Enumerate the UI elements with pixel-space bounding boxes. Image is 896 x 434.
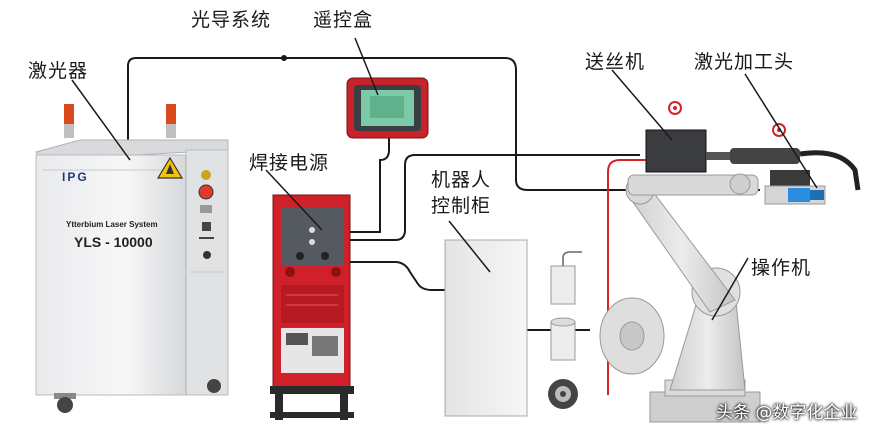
label-laser: 激光器 <box>28 60 89 82</box>
label-wire-feeder: 送丝机 <box>585 51 646 73</box>
leader-lines <box>71 37 818 321</box>
label-welding-power: 焊接电源 <box>249 152 330 174</box>
laser-model: YLS - 10000 <box>74 234 153 250</box>
welding-power-source <box>270 194 354 420</box>
fiber-laser-cabinet <box>35 104 229 413</box>
robot-manipulator-arm <box>599 173 761 423</box>
wire-feeder-unit <box>645 101 736 173</box>
label-laser-head: 激光加工头 <box>694 51 795 73</box>
laser-subtitle: Ytterbium Laser System <box>66 220 158 229</box>
watermark: 头条 @数字化企业 <box>716 403 858 423</box>
label-robot-controller: 机器人 控制柜 <box>431 167 491 219</box>
remote-control-box <box>346 77 429 139</box>
label-robot-controller-line1: 机器人 <box>431 169 492 191</box>
label-manipulator: 操作机 <box>751 257 812 279</box>
fiber-optic-cable <box>127 57 760 191</box>
laser-processing-head <box>730 123 861 205</box>
label-robot-controller-line2: 控制柜 <box>431 195 492 217</box>
laser-brand-logo: IPG <box>62 170 89 184</box>
fiber-label-dot <box>281 55 287 61</box>
label-remote-box: 遥控盒 <box>313 9 374 31</box>
robot-controller-cabinet <box>444 239 528 417</box>
label-fiber-system: 光导系统 <box>191 9 272 31</box>
wire-spool-and-gas <box>548 251 582 409</box>
wire-feed-red-cable <box>607 159 650 395</box>
